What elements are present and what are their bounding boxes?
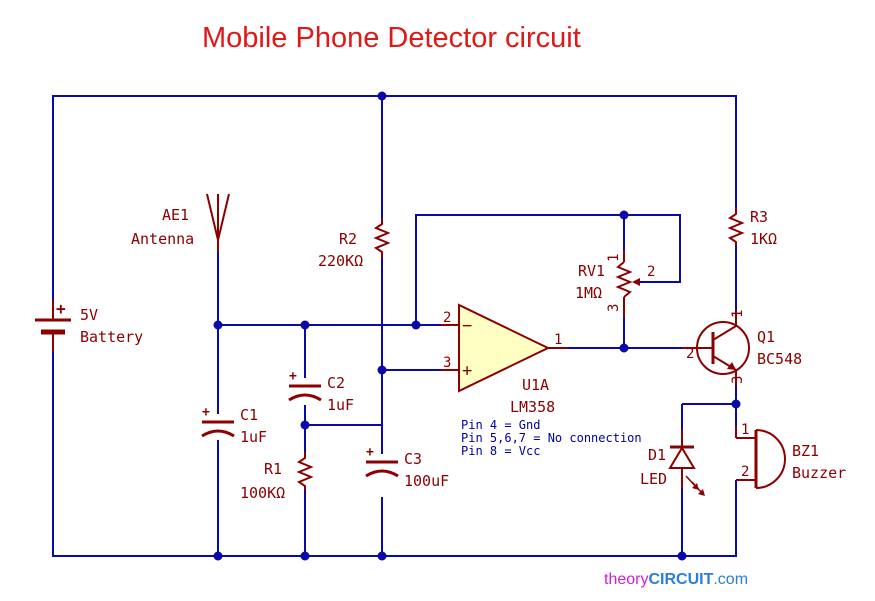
d1-value: LED bbox=[640, 470, 667, 488]
battery-value: Battery bbox=[80, 328, 143, 346]
bz1-ref: BZ1 bbox=[792, 442, 819, 460]
c2-ref: C2 bbox=[327, 374, 345, 392]
opamp-pin-2: 2 bbox=[443, 310, 451, 326]
wires bbox=[52, 95, 737, 557]
svg-text:+: + bbox=[56, 299, 66, 318]
diagram-title: Mobile Phone Detector circuit bbox=[202, 22, 581, 54]
rv1-potentiometer-symbol bbox=[615, 250, 640, 318]
q1-pin-2: 2 bbox=[686, 346, 694, 362]
r2-value: 220KΩ bbox=[318, 252, 363, 270]
antenna-value: Antenna bbox=[131, 230, 194, 248]
q1-value: BC548 bbox=[757, 350, 802, 368]
q1-transistor-symbol bbox=[682, 310, 750, 386]
r3-ref: R3 bbox=[750, 208, 768, 226]
opamp-symbol bbox=[441, 303, 568, 393]
watermark-part1: theory bbox=[604, 571, 648, 588]
bz1-pin-2: 2 bbox=[741, 464, 749, 480]
rv1-ref: RV1 bbox=[578, 262, 605, 280]
note-pin567: Pin 5,6,7 = No connection bbox=[461, 431, 642, 445]
opamp-plus-sign: + bbox=[462, 361, 472, 381]
antenna-symbol bbox=[206, 193, 230, 252]
opamp-minus-sign: − bbox=[462, 316, 472, 336]
opamp-pin-3: 3 bbox=[443, 355, 451, 371]
q1-ref: Q1 bbox=[757, 328, 775, 346]
svg-text:+: + bbox=[366, 445, 374, 460]
note-pin4: Pin 4 = Gnd bbox=[461, 418, 540, 432]
battery-symbol: + bbox=[35, 299, 71, 352]
r1-ref: R1 bbox=[264, 460, 282, 478]
battery-ref: 5V bbox=[80, 306, 98, 324]
r3-resistor-symbol bbox=[727, 208, 745, 245]
watermark: theoryCIRCUIT.com bbox=[604, 571, 748, 588]
q1-pin-3: 3 bbox=[730, 376, 746, 384]
svg-text:+: + bbox=[289, 369, 297, 384]
rv1-value: 1MΩ bbox=[575, 284, 602, 302]
rv1-pin-2: 2 bbox=[647, 264, 655, 280]
r2-resistor-symbol bbox=[373, 218, 391, 258]
bz1-pin-1: 1 bbox=[741, 422, 749, 438]
svg-text:+: + bbox=[202, 405, 210, 420]
r1-resistor-symbol bbox=[296, 452, 314, 490]
c3-value: 100uF bbox=[404, 472, 449, 490]
c1-ref: C1 bbox=[240, 406, 258, 424]
c1-value: 1uF bbox=[240, 428, 267, 446]
bz1-buzzer-symbol bbox=[735, 426, 786, 489]
bz1-value: Buzzer bbox=[792, 464, 846, 482]
c2-value: 1uF bbox=[327, 396, 354, 414]
opamp-pin-1: 1 bbox=[554, 332, 562, 348]
c2-capacitor-symbol: + bbox=[288, 369, 322, 402]
c3-capacitor-symbol: + bbox=[365, 445, 399, 478]
antenna-ref: AE1 bbox=[162, 206, 189, 224]
d1-led-symbol bbox=[668, 430, 705, 496]
rv1-pin-1: 1 bbox=[606, 254, 622, 262]
rv1-pin-3: 3 bbox=[606, 304, 622, 312]
r1-value: 100KΩ bbox=[240, 484, 285, 502]
junction-dots bbox=[213, 91, 741, 561]
opamp-value: LM358 bbox=[510, 398, 555, 416]
watermark-part2: CIRCUIT bbox=[648, 571, 713, 588]
q1-pin-1: 1 bbox=[730, 310, 746, 318]
r3-value: 1KΩ bbox=[750, 230, 777, 248]
d1-ref: D1 bbox=[648, 446, 666, 464]
watermark-part3: .com bbox=[713, 571, 748, 588]
c3-ref: C3 bbox=[404, 450, 422, 468]
note-pin8: Pin 8 = Vcc bbox=[461, 444, 540, 458]
c1-capacitor-symbol: + bbox=[201, 405, 235, 438]
opamp-ref: U1A bbox=[522, 376, 549, 394]
r2-ref: R2 bbox=[339, 230, 357, 248]
